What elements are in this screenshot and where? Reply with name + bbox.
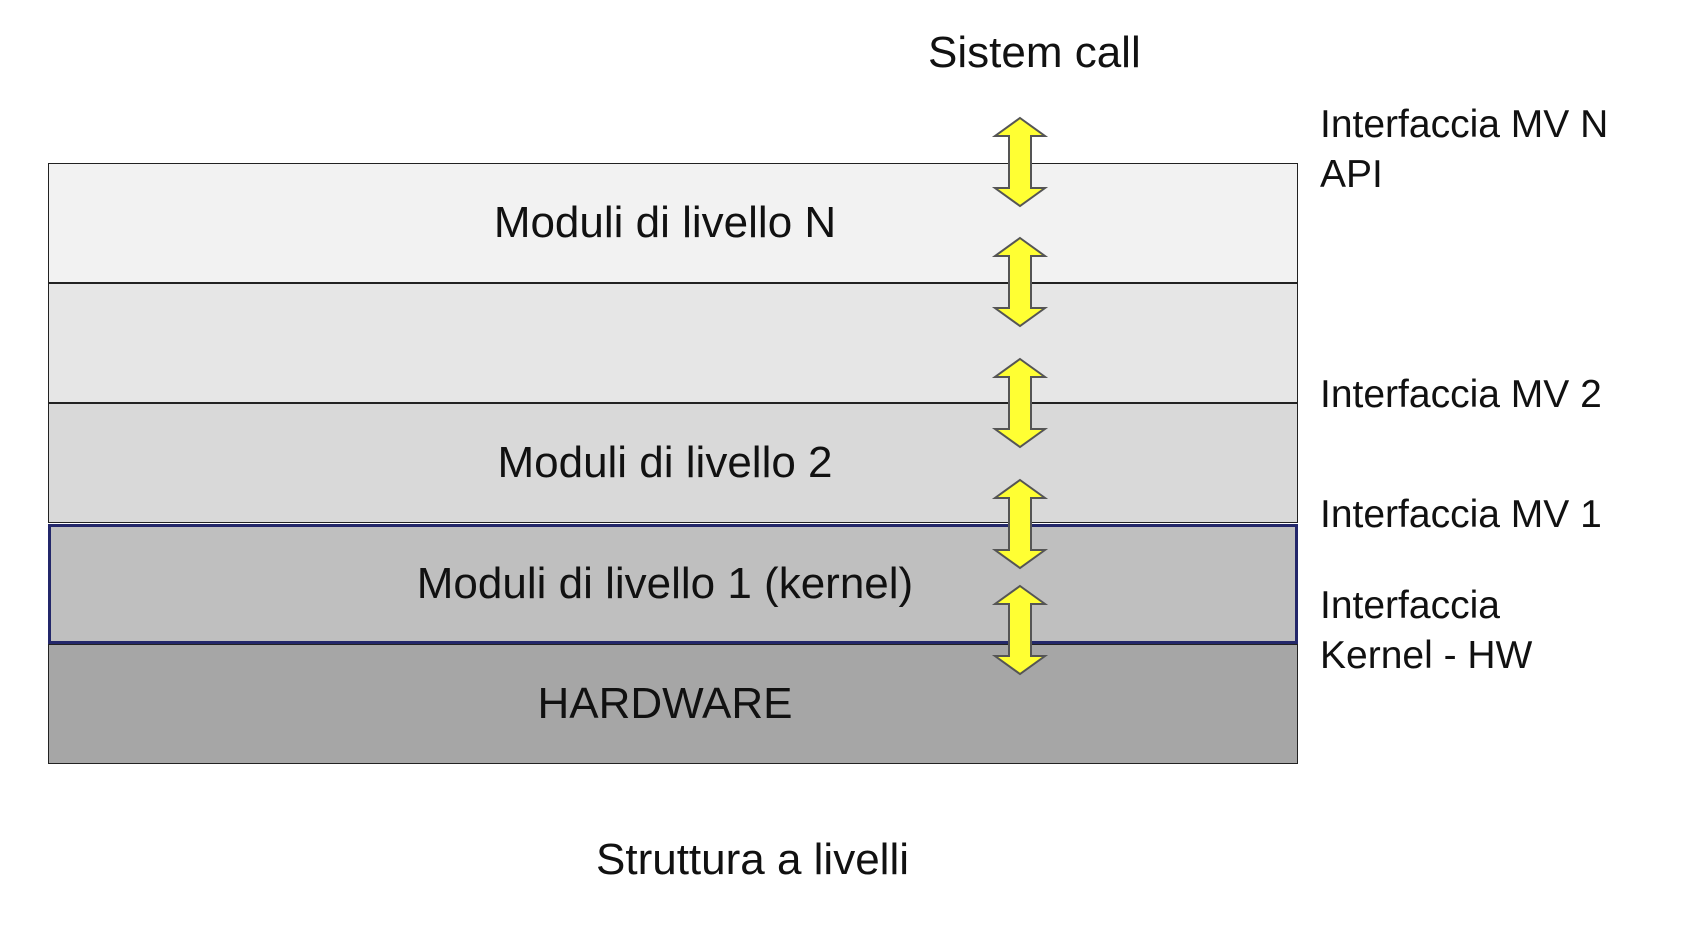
system-call-title: Sistem call <box>928 28 1141 77</box>
interface-mv-2-label: Interfaccia MV 2 <box>1320 373 1602 416</box>
layer-2-label: Moduli di livello 2 <box>497 438 833 487</box>
interface-mv-n-label: Interfaccia MV N API <box>1320 100 1608 200</box>
interface-kernel-hw-label: Interfaccia Kernel - HW <box>1320 581 1532 681</box>
layer-hardware: HARDWARE <box>48 644 1298 764</box>
interface-kernel-hw-line1: Interfaccia <box>1320 584 1500 627</box>
diagram-caption: Struttura a livelli <box>596 835 910 884</box>
layer-2: Moduli di livello 2 <box>48 403 1298 523</box>
layer-1-kernel: Moduli di livello 1 (kernel) <box>48 524 1298 644</box>
interface-kernel-hw-line2: Kernel - HW <box>1320 634 1533 677</box>
layer-n: Moduli di livello N <box>48 163 1298 283</box>
interface-mv-n-text: Interfaccia MV N <box>1320 103 1609 146</box>
layer-1-label: Moduli di livello 1 (kernel) <box>416 559 914 608</box>
interface-api-text: API <box>1320 153 1383 196</box>
layer-intermediate <box>48 283 1298 403</box>
interface-mv-1-label: Interfaccia MV 1 <box>1320 493 1602 536</box>
layer-n-label: Moduli di livello N <box>493 198 837 247</box>
layer-hardware-label: HARDWARE <box>537 679 793 728</box>
